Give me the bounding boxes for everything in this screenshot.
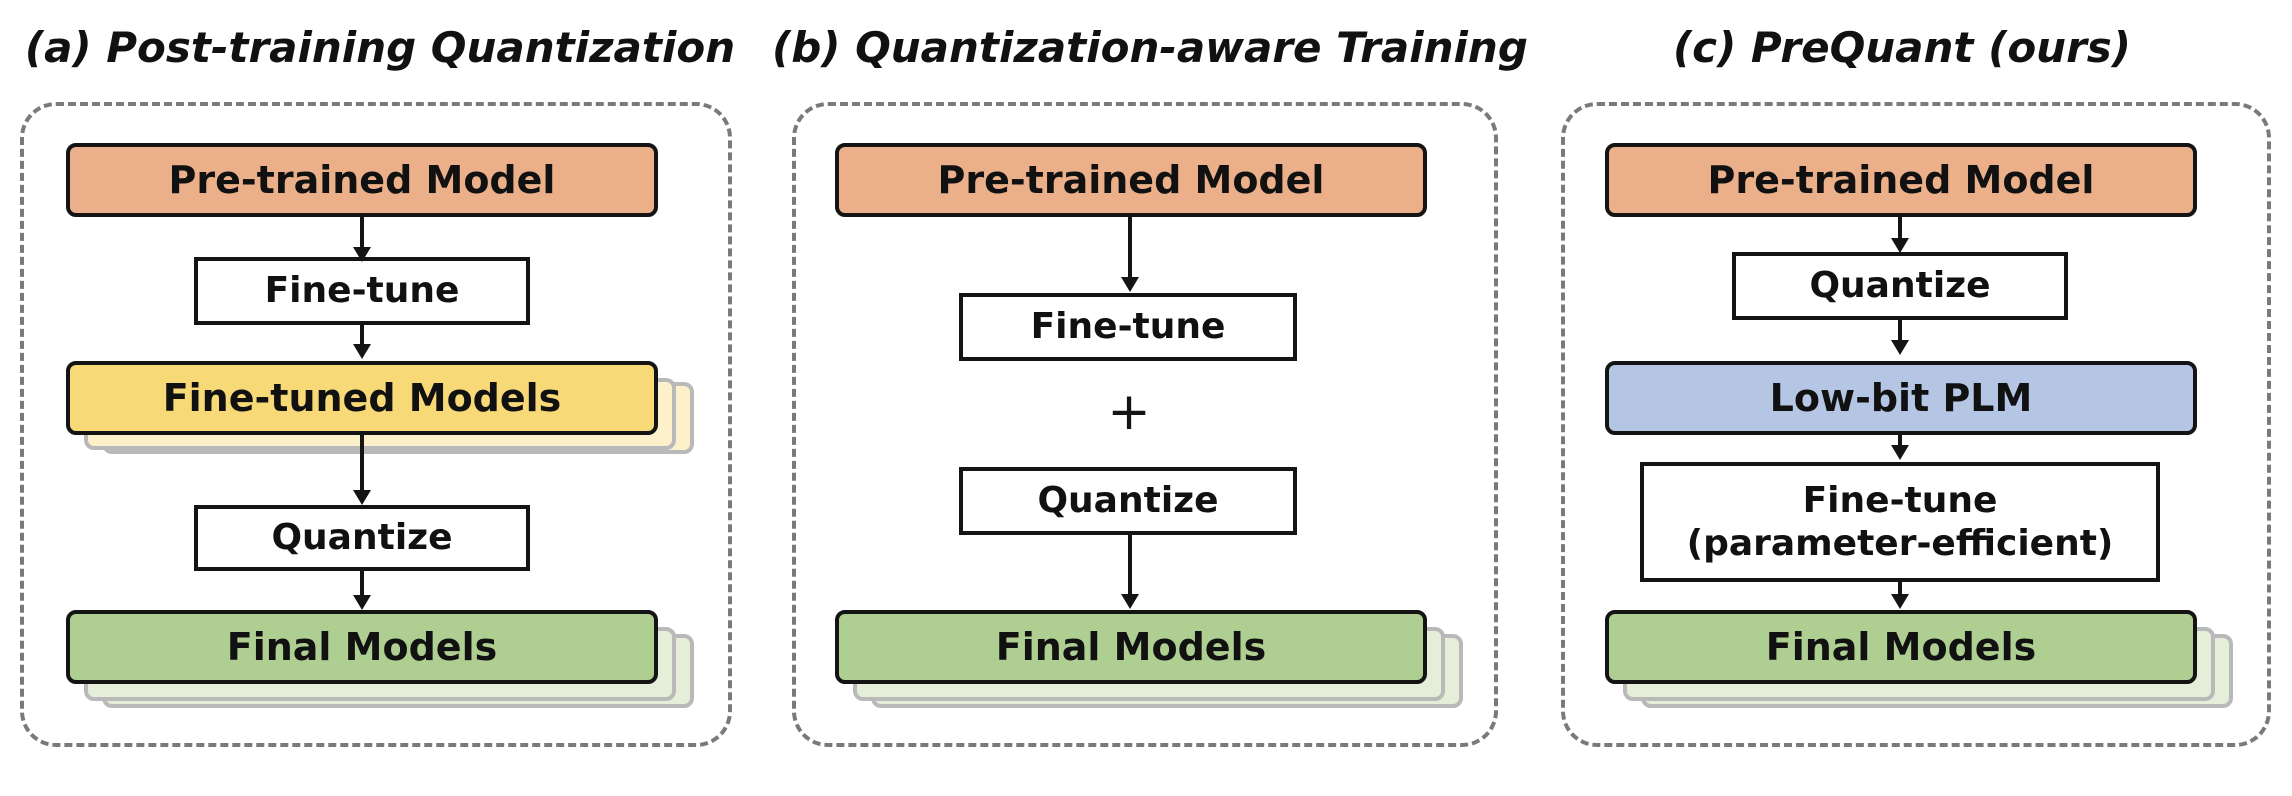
panel-b-arrow-1 bbox=[1128, 217, 1132, 280]
panel-c-arrow-1 bbox=[1898, 217, 1902, 241]
panel-c-pretrained-model: Pre-trained Model bbox=[1605, 143, 2197, 217]
panel-a-final-models: Final Models bbox=[66, 610, 658, 684]
panel-c-arrowhead-1 bbox=[1891, 238, 1909, 253]
panel-a-frame bbox=[20, 102, 732, 747]
panel-c-final-models: Final Models bbox=[1605, 610, 2197, 684]
panel-a-pretrained-model: Pre-trained Model bbox=[66, 143, 658, 217]
panel-b-fine-tune: Fine-tune bbox=[959, 293, 1297, 361]
panel-a-arrow-4 bbox=[360, 571, 364, 598]
panel-c-arrow-3 bbox=[1898, 435, 1902, 447]
panel-a-title: (a) Post-training Quantization bbox=[24, 23, 736, 72]
panel-b-final-models: Final Models bbox=[835, 610, 1427, 684]
panel-c-title: (c) PreQuant (ours) bbox=[1672, 23, 2131, 72]
panel-a-arrow-1 bbox=[360, 217, 364, 250]
panel-b-plus-symbol: + bbox=[1107, 382, 1151, 442]
panel-a-quantize: Quantize bbox=[194, 505, 530, 571]
panel-a-arrow-2 bbox=[360, 325, 364, 346]
panel-a-arrowhead-2 bbox=[353, 344, 371, 359]
panel-c-fine-tune-parameter-efficient: Fine-tune (parameter-efficient) bbox=[1640, 462, 2160, 582]
panel-c-quantize: Quantize bbox=[1732, 252, 2068, 320]
panel-a-finetuned-models: Fine-tuned Models bbox=[66, 361, 658, 435]
panel-c-fine-tune-line-1: Fine-tune bbox=[1802, 479, 1998, 521]
panel-b-arrowhead-1 bbox=[1121, 277, 1139, 292]
panel-b-arrow-2 bbox=[1128, 535, 1132, 596]
panel-c-arrow-4 bbox=[1898, 582, 1902, 596]
panel-a-arrowhead-1 bbox=[353, 247, 371, 262]
panel-c-arrow-2 bbox=[1898, 320, 1902, 342]
panel-c-arrowhead-3 bbox=[1891, 445, 1909, 460]
panel-a-arrowhead-3 bbox=[353, 490, 371, 505]
panel-b-title: (b) Quantization-aware Training bbox=[772, 23, 1528, 72]
panel-c-frame bbox=[1561, 102, 2271, 747]
panel-b-arrowhead-2 bbox=[1121, 594, 1139, 609]
panel-b-pretrained-model: Pre-trained Model bbox=[835, 143, 1427, 217]
panel-c-arrowhead-2 bbox=[1891, 340, 1909, 355]
panel-c-arrowhead-4 bbox=[1891, 594, 1909, 609]
panel-c-fine-tune-line-2: (parameter-efficient) bbox=[1686, 523, 2114, 564]
panel-c-low-bit-plm: Low-bit PLM bbox=[1605, 361, 2197, 435]
panel-a-arrow-3 bbox=[360, 435, 364, 495]
panel-b-quantize: Quantize bbox=[959, 467, 1297, 535]
panel-b-frame bbox=[792, 102, 1498, 747]
panel-a-arrowhead-4 bbox=[353, 595, 371, 610]
panel-a-fine-tune: Fine-tune bbox=[194, 257, 530, 325]
